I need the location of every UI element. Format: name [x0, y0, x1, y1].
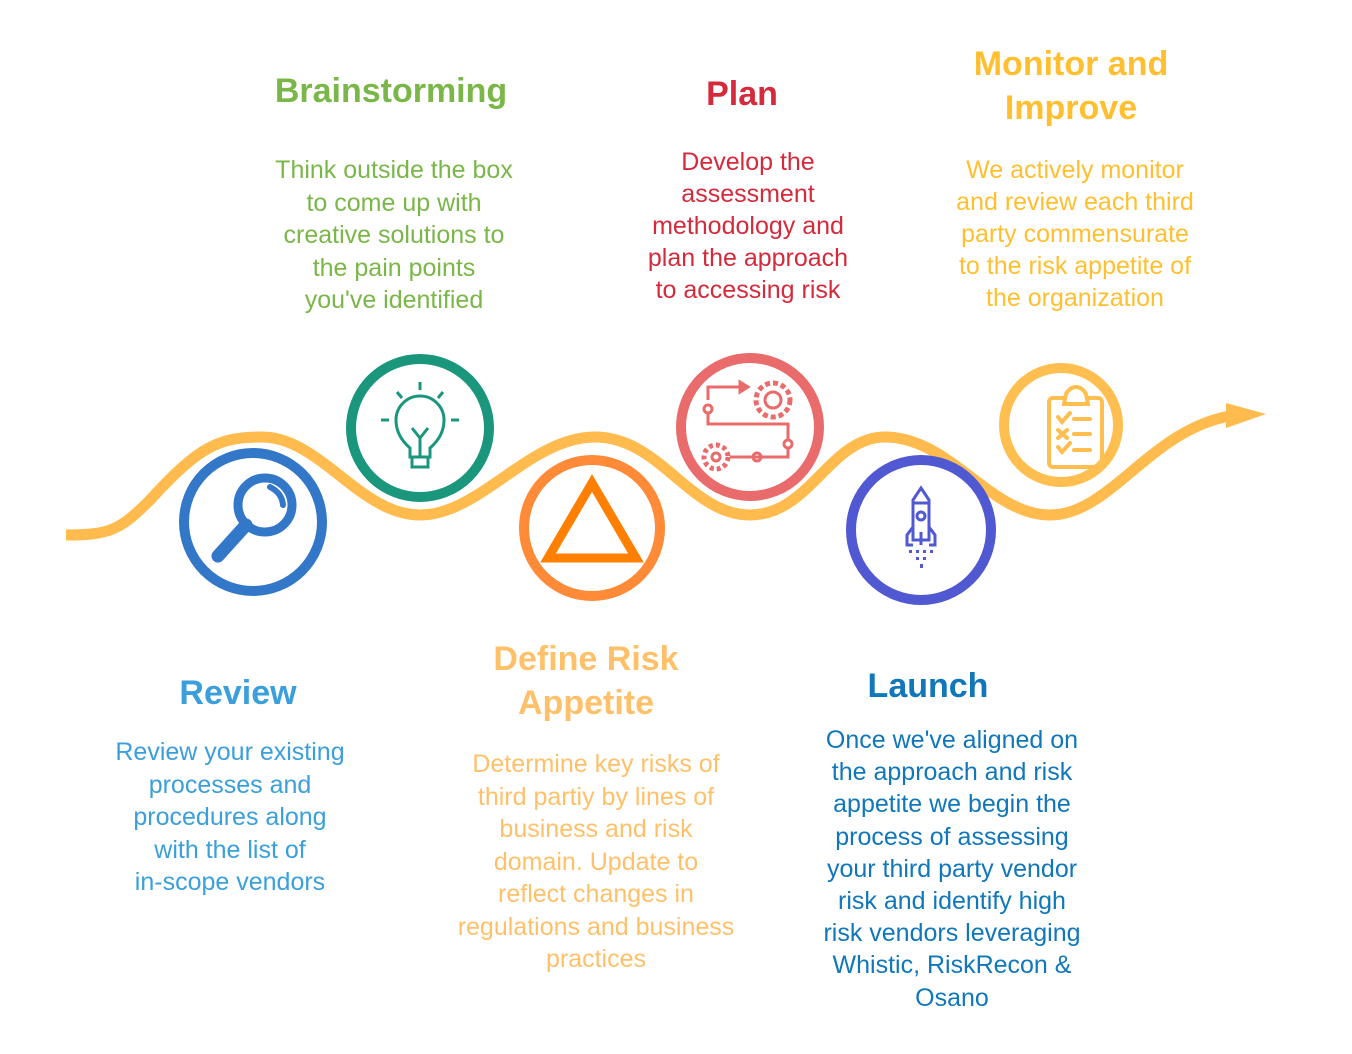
rocket-icon: [905, 485, 937, 568]
text-line: plan the approach: [647, 244, 849, 272]
wave-path: [65, 410, 1232, 541]
triangle-icon: [540, 474, 644, 563]
text-line: your third party vendor: [826, 854, 1078, 883]
text-line: the pain points: [312, 253, 476, 282]
plan-node: [676, 353, 824, 501]
text-line: to come up with: [306, 188, 482, 217]
brainstorming-title: Brainstorming: [274, 72, 508, 110]
text-line: process of assessing: [835, 822, 1069, 851]
text-line: business and risk: [499, 815, 693, 843]
review-title: Review: [179, 674, 297, 712]
text-line: creative solutions to: [283, 221, 505, 249]
review-description: Review your existing processes and proce…: [90, 736, 370, 899]
text-line: We actively monitor: [966, 156, 1184, 184]
title-line: Define Risk: [493, 640, 679, 678]
text-line: to accessing risk: [655, 276, 841, 304]
launch-node: [846, 455, 996, 605]
text-line: Whistic, RiskRecon &: [832, 951, 1072, 980]
launch-title: Launch: [867, 667, 989, 705]
text-line: and review each third: [956, 188, 1194, 216]
text-line: the approach and risk: [831, 758, 1073, 787]
text-line: risk vendors leveraging: [823, 919, 1081, 948]
text-line: with the list of: [154, 835, 306, 864]
text-line: procedures along: [133, 803, 327, 831]
define-risk-node: [519, 455, 665, 601]
text-line: to the risk appetite of: [958, 252, 1192, 280]
lightbulb-icon: [381, 382, 459, 469]
text-line: domain. Update to: [493, 847, 699, 876]
text-line: appetite we begin the: [833, 790, 1071, 819]
gears-process-icon: [701, 379, 794, 472]
title-line: Appetite: [518, 684, 654, 722]
text-line: the organization: [986, 284, 1164, 312]
text-line: Develop the: [681, 148, 815, 176]
text-line: in-scope vendors: [134, 868, 326, 896]
brainstorming-node: [346, 354, 494, 502]
title-line: Improve: [1004, 89, 1138, 127]
plan-title: Plan: [706, 75, 778, 113]
text-line: third partiy by lines of: [477, 782, 715, 811]
launch-description: Once we've aligned on the approach and r…: [802, 724, 1102, 1014]
text-line: Osano: [915, 983, 989, 1012]
text-line: Determine key risks of: [472, 750, 720, 778]
clipboard-checklist-icon: [1047, 384, 1104, 469]
monitor-title: Monitor and Improve: [921, 42, 1221, 130]
text-line: Once we've aligned on: [825, 726, 1079, 754]
text-line: Review your existing: [115, 738, 345, 766]
magnifier-icon: [211, 473, 297, 563]
define-risk-description: Determine key risks of third partiy by l…: [436, 748, 756, 976]
define-risk-title: Define Risk Appetite: [436, 637, 736, 725]
plan-description: Develop the assessment methodology and p…: [618, 146, 878, 306]
text-line: practices: [545, 945, 647, 973]
arrow-head-icon: [1226, 403, 1266, 428]
text-line: processes and: [148, 770, 312, 799]
text-line: risk and identify high: [838, 887, 1066, 916]
text-line: regulations and business: [457, 912, 735, 941]
monitor-node: [999, 363, 1123, 487]
monitor-description: We actively monitor and review each thir…: [925, 154, 1225, 314]
text-line: you've identified: [304, 286, 484, 314]
text-line: party commensurate: [961, 220, 1189, 248]
text-line: reflect changes in: [498, 880, 694, 908]
review-node: [179, 448, 327, 596]
text-line: Think outside the box: [275, 156, 513, 184]
text-line: assessment: [681, 180, 815, 208]
title-line: Monitor and: [973, 45, 1169, 83]
brainstorming-description: Think outside the box to come up with cr…: [244, 154, 544, 317]
text-line: methodology and: [652, 212, 844, 240]
